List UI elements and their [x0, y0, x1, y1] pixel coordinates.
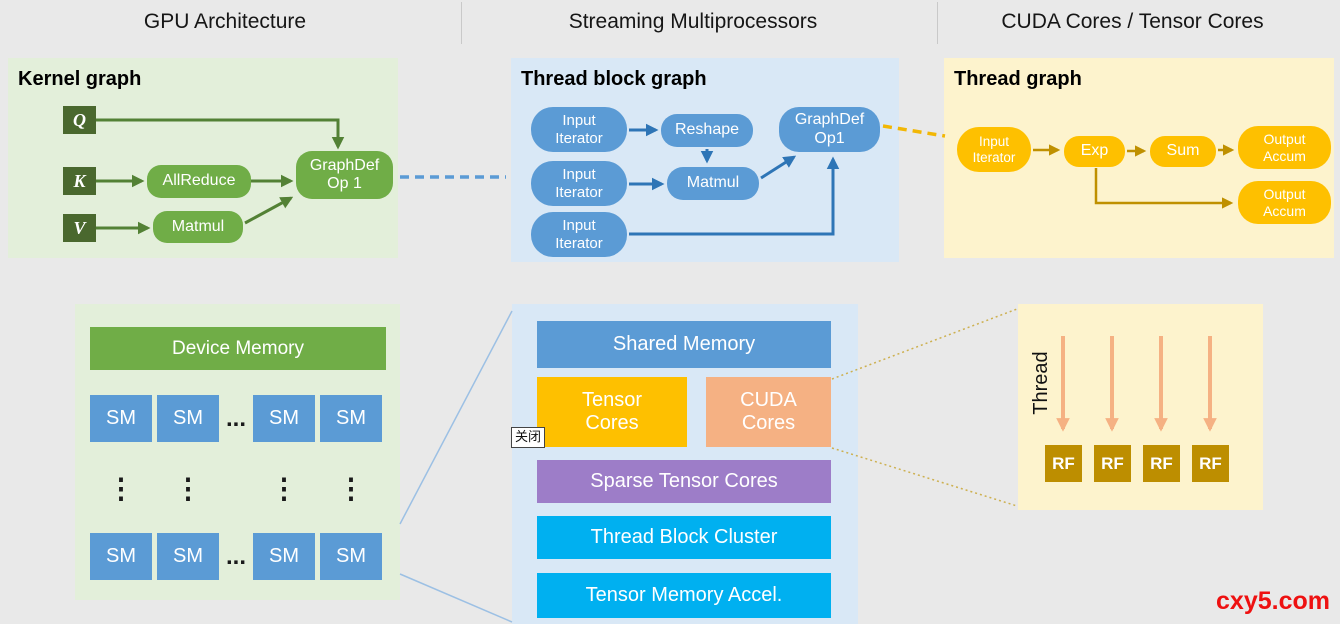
rf-box: RF: [1045, 445, 1082, 482]
thread-lane-arrows: [1056, 336, 1217, 432]
shared-memory-bar: Shared Memory: [537, 321, 831, 368]
q-node: Q: [63, 106, 96, 134]
sm-box: SM: [90, 533, 152, 580]
block-graphdef-node: GraphDef Op1: [779, 107, 880, 152]
sm-box: SM: [157, 533, 219, 580]
kernel-graph-title: Kernel graph: [18, 68, 142, 90]
sm-row-ellipsis: ...: [225, 542, 246, 570]
sm-box: SM: [90, 395, 152, 442]
tensor-memory-accel-bar: Tensor Memory Accel.: [537, 573, 831, 618]
sparse-tensor-cores-bar: Sparse Tensor Cores: [537, 460, 831, 503]
kernel-graphdef-node: GraphDef Op 1: [296, 151, 393, 199]
sm-row-ellipsis: ...: [225, 404, 246, 432]
core-zoom-lines: [831, 308, 1018, 507]
close-button[interactable]: 关闭: [511, 427, 546, 448]
v-node: V: [63, 214, 96, 242]
rf-box: RF: [1094, 445, 1131, 482]
k-node: K: [63, 167, 96, 195]
allreduce-node: AllReduce: [147, 165, 251, 198]
matmul-graphdef-arrow-tb: [760, 155, 797, 180]
sm-box: SM: [157, 395, 219, 442]
reshape-node: Reshape: [661, 114, 753, 147]
sm-box: SM: [320, 533, 382, 580]
watermark: cxy5.com: [1216, 587, 1330, 615]
thread-axis-label: Thread: [1030, 351, 1052, 415]
kernel-matmul-node: Matmul: [153, 211, 243, 243]
exp-node: Exp: [1064, 136, 1125, 167]
thread-block-cluster-bar: Thread Block Cluster: [537, 516, 831, 559]
input-iterator-node-3: Input Iterator: [531, 212, 627, 257]
sm-column-vellipsis: ⋮: [174, 472, 202, 504]
sm-column-vellipsis: ⋮: [337, 472, 365, 504]
output-accum-node-1: Output Accum: [1238, 126, 1331, 169]
output-accum-node-2: Output Accum: [1238, 181, 1331, 224]
cuda-cores-box: CUDA Cores: [706, 377, 831, 447]
block-to-thread-dashed-connector: [882, 124, 946, 138]
matmul-graphdef-arrow: [244, 196, 294, 225]
sm-box: SM: [320, 395, 382, 442]
device-memory-bar: Device Memory: [90, 327, 386, 370]
q-arrow: [96, 118, 345, 150]
sm-box: SM: [253, 533, 315, 580]
kernel-graph-arrows: [96, 118, 345, 235]
column-separator-2: [937, 2, 938, 44]
rf-box: RF: [1143, 445, 1180, 482]
sum-node: Sum: [1150, 136, 1216, 167]
thread-block-arrows: [629, 123, 840, 236]
thread-block-graph-title: Thread block graph: [521, 68, 707, 90]
rf-box: RF: [1192, 445, 1229, 482]
tensor-cores-box: Tensor Cores: [537, 377, 687, 447]
column-separator-1: [461, 2, 462, 44]
sm-zoom-lines: [399, 310, 513, 623]
sm-column-vellipsis: ⋮: [270, 472, 298, 504]
input-iterator-node-2: Input Iterator: [531, 161, 627, 206]
sm-box: SM: [253, 395, 315, 442]
thread-input-iterator-node: Input Iterator: [957, 127, 1031, 172]
block-matmul-node: Matmul: [667, 167, 759, 200]
header-cuda-tensor-cores: CUDA Cores / Tensor Cores: [1001, 10, 1264, 33]
input-iterator-node-1: Input Iterator: [531, 107, 627, 152]
thread-graph-title: Thread graph: [954, 68, 1082, 90]
input3-graphdef-arrow: [629, 156, 840, 236]
header-streaming-multiprocessors: Streaming Multiprocessors: [568, 10, 818, 33]
header-gpu-architecture: GPU Architecture: [143, 10, 307, 33]
exp-output2-arrow: [1094, 168, 1234, 209]
sm-column-vellipsis: ⋮: [107, 472, 135, 504]
thread-graph-arrows: [1033, 144, 1235, 209]
